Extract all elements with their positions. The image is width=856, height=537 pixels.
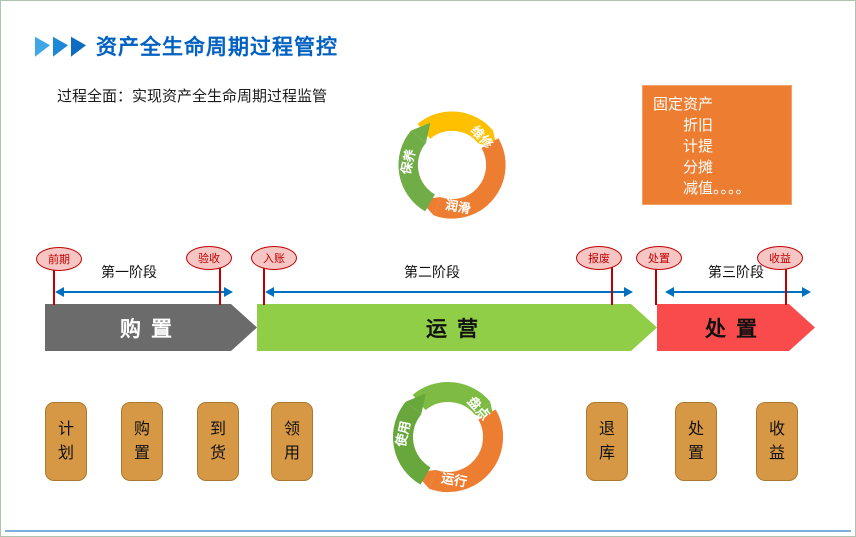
cycle-label-lubricate: 润滑 (444, 197, 472, 216)
milestone-bubble: 处置 (636, 246, 682, 270)
process-box-label: 退库 (598, 420, 615, 462)
phase-span-arrow (665, 287, 811, 297)
cycle-arc-orange (429, 409, 504, 493)
milestone-connector (655, 267, 665, 305)
stage-arrow-disposal: 处置 (657, 304, 815, 351)
process-box: 到货 (197, 402, 239, 481)
milestone-bubble: 入账 (251, 246, 297, 270)
process-box-label: 领用 (283, 420, 300, 462)
cycle-label-upkeep: 保养 (398, 148, 418, 177)
cycle-arc-green (412, 382, 491, 415)
fixed-asset-title: 固定资产 (653, 96, 714, 113)
cycle-arc-orange (433, 138, 506, 219)
subtitle: 过程全面：实现资产全生命周期过程监管 (57, 88, 328, 105)
milestone-bubble: 前期 (36, 247, 82, 271)
page-title: 资产全生命周期过程管控 (96, 36, 338, 59)
phase-label: 第三阶段 (708, 264, 764, 280)
cycle-arc-green (392, 401, 431, 485)
chevron-right-icon (71, 35, 86, 57)
process-box: 收益 (756, 402, 798, 481)
slide-bottom-accent (5, 530, 851, 532)
chevron-right-icon (53, 35, 68, 57)
process-box: 购置 (121, 402, 163, 481)
phase-label: 第二阶段 (404, 264, 460, 280)
slide-header: 资产全生命周期过程管控 (35, 31, 338, 61)
fixed-asset-item: 减值。。。。 (683, 180, 751, 197)
process-box: 处置 (675, 402, 717, 481)
fixed-asset-item: 折旧 (683, 117, 714, 134)
process-box: 退库 (586, 402, 628, 481)
cycle-arc-green (398, 130, 436, 212)
milestone-bubble: 验收 (186, 246, 232, 270)
cycle-arrowhead (410, 122, 431, 144)
process-box-label: 计划 (57, 420, 74, 462)
milestone-connector (53, 267, 63, 305)
milestone-connector (263, 267, 273, 305)
fixed-asset-box: 固定资产 折旧 计提 分摊 减值。。。。 (642, 85, 792, 205)
cycle-label-run: 运行 (440, 470, 468, 489)
process-box: 领用 (271, 402, 313, 481)
milestone-bubble: 报废 (576, 246, 622, 270)
process-box-label: 购置 (133, 420, 150, 462)
cycle-arrowhead (405, 393, 426, 415)
phase-label: 第一阶段 (101, 264, 157, 280)
milestone-bubble: 收益 (757, 246, 803, 270)
chevron-right-icon (35, 35, 50, 57)
milestone-connector (785, 267, 795, 305)
cycle-arc-yellow (417, 111, 494, 144)
process-box-label: 到货 (209, 420, 226, 462)
phase-span-arrow (55, 287, 233, 297)
process-box-label: 收益 (768, 420, 785, 462)
process-box-label: 处置 (687, 420, 704, 462)
fixed-asset-item: 分摊 (683, 159, 714, 176)
fixed-asset-item: 计提 (683, 138, 714, 155)
operation-cycle-diagram: 盘点 使用 运行 (392, 382, 504, 493)
milestone-connector (611, 267, 621, 305)
process-box: 计划 (45, 402, 87, 481)
milestone-connector (219, 267, 229, 305)
stage-arrow-operation: 运营 (257, 304, 657, 351)
cycle-label-use: 使用 (393, 419, 413, 449)
phase-span-arrow (265, 287, 633, 297)
stage-arrow-purchase: 购置 (45, 304, 257, 351)
maintenance-cycle-diagram: 维修 保养 润滑 (398, 111, 506, 219)
